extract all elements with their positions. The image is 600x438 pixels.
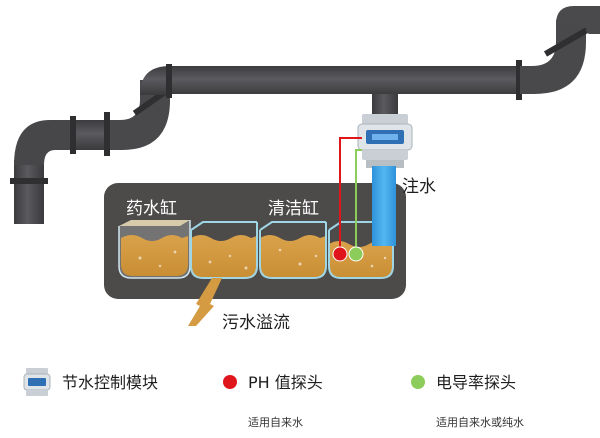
cleaning-tank-label: 清洁缸 [268,198,319,219]
ph-probe-wire [339,137,362,250]
legend-conductivity-note: 适用自来水或纯水 [436,416,524,429]
legend-module-icon [23,368,51,396]
medicine-tank-label: 药水缸 [126,198,177,219]
legend: 节水控制模块 PH 值探头 适用自来水 电导率探头 适用自来水或纯水 [23,368,524,429]
overflow-label: 污水溢流 [222,313,290,333]
ph-probe [332,246,348,262]
legend-ph-note: 适用自来水 [248,416,303,429]
legend-module-label: 节水控制模块 [62,373,158,392]
legend-ph-label: PH 值探头 [248,373,323,392]
tank-medicine [118,220,191,279]
bubbles [138,248,387,270]
legend-red-dot-icon [223,375,237,389]
pipe-system [10,6,600,224]
legend-green-dot-icon [411,375,425,389]
water-inlet-label: 注水 [402,177,436,197]
tank-cleaning [259,221,327,279]
overflow-stream [188,278,222,326]
tank-overflow [190,221,258,279]
conductivity-probe-wire [355,149,362,250]
legend-conductivity-label: 电导率探头 [436,373,516,392]
conductivity-probe [348,246,364,262]
water-saving-module-icon [357,114,413,168]
water-inlet-stream [372,166,396,246]
